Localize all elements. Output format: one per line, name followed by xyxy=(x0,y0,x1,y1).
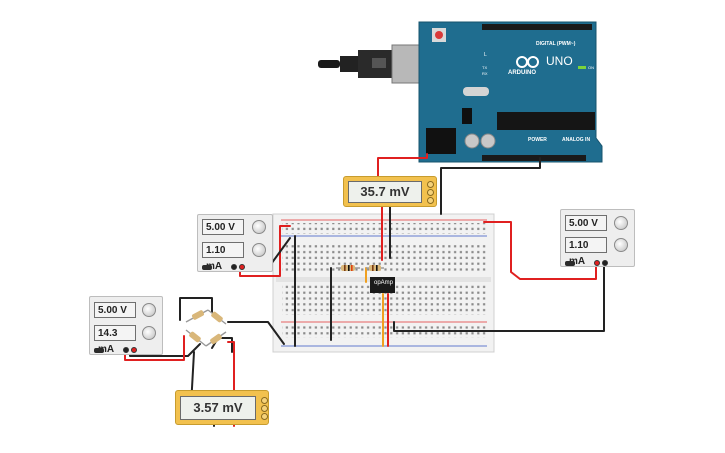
psu-right-voltage-knob[interactable] xyxy=(614,216,628,230)
power-supply-left-top[interactable]: 5.00 V 1.10 mA xyxy=(197,214,273,272)
psu-left-top-current: 1.10 mA xyxy=(202,242,244,272)
arduino-led-l-label: L xyxy=(484,52,487,58)
psu-left-bottom-power-switch[interactable] xyxy=(94,348,104,353)
arduino-uno-board[interactable] xyxy=(318,21,603,163)
top-multimeter-jack-2[interactable] xyxy=(427,189,434,196)
psu-left-top-negative-terminal[interactable] xyxy=(231,264,237,270)
top-multimeter-display: 35.7 mV xyxy=(348,181,422,203)
top-multimeter-jack-3[interactable] xyxy=(427,197,434,204)
bottom-multimeter-jack-2[interactable] xyxy=(261,405,268,412)
psu-left-bottom-current: 14.3 mA xyxy=(94,325,136,355)
arduino-digital-label: DIGITAL (PWM~) xyxy=(536,41,576,47)
resistor-r1[interactable] xyxy=(336,265,360,271)
arduino-led-rx-label: RX xyxy=(482,71,488,76)
arduino-led-tx-label: TX xyxy=(482,65,488,70)
psu-left-bottom-negative-terminal[interactable] xyxy=(123,347,129,353)
arduino-on-led xyxy=(578,66,586,69)
psu-left-bottom-voltage-knob[interactable] xyxy=(142,303,156,317)
resistor-r2[interactable] xyxy=(366,265,384,271)
power-supply-right[interactable]: 5.00 V 1.10 mA xyxy=(560,209,635,267)
psu-left-bottom-voltage: 5.00 V xyxy=(94,302,136,318)
arduino-on-label: ON xyxy=(588,65,594,70)
psu-left-top-power-switch[interactable] xyxy=(202,265,212,270)
bottom-multimeter-display: 3.57 mV xyxy=(180,396,256,420)
arduino-analog-label: ANALOG IN xyxy=(562,137,591,143)
opamp-label: opAmp xyxy=(374,280,394,286)
psu-left-top-voltage-knob[interactable] xyxy=(252,220,266,234)
arduino-brand-label: ARDUINO xyxy=(508,70,536,76)
bottom-multimeter[interactable]: 3.57 mV xyxy=(175,390,269,425)
psu-right-current-knob[interactable] xyxy=(614,238,628,252)
psu-right-positive-terminal[interactable] xyxy=(594,260,600,266)
psu-left-top-positive-terminal[interactable] xyxy=(239,264,245,270)
opamp-chip[interactable] xyxy=(370,277,395,293)
power-supply-left-bottom[interactable]: 5.00 V 14.3 mA xyxy=(89,296,163,355)
bottom-multimeter-jack-1[interactable] xyxy=(261,397,268,404)
arduino-model-label: UNO xyxy=(546,54,573,68)
arduino-power-label: POWER xyxy=(528,137,547,143)
top-multimeter[interactable]: 35.7 mV xyxy=(343,176,437,207)
psu-left-bottom-current-knob[interactable] xyxy=(142,326,156,340)
psu-right-power-switch[interactable] xyxy=(565,261,575,266)
psu-right-negative-terminal[interactable] xyxy=(602,260,608,266)
bridge-resistors[interactable] xyxy=(185,309,227,347)
top-multimeter-jack-1[interactable] xyxy=(427,181,434,188)
psu-left-top-voltage: 5.00 V xyxy=(202,219,244,235)
bottom-multimeter-jack-3[interactable] xyxy=(261,413,268,420)
psu-right-voltage: 5.00 V xyxy=(565,215,607,231)
psu-left-top-current-knob[interactable] xyxy=(252,243,266,257)
psu-right-current: 1.10 mA xyxy=(565,237,607,267)
psu-left-bottom-positive-terminal[interactable] xyxy=(131,347,137,353)
